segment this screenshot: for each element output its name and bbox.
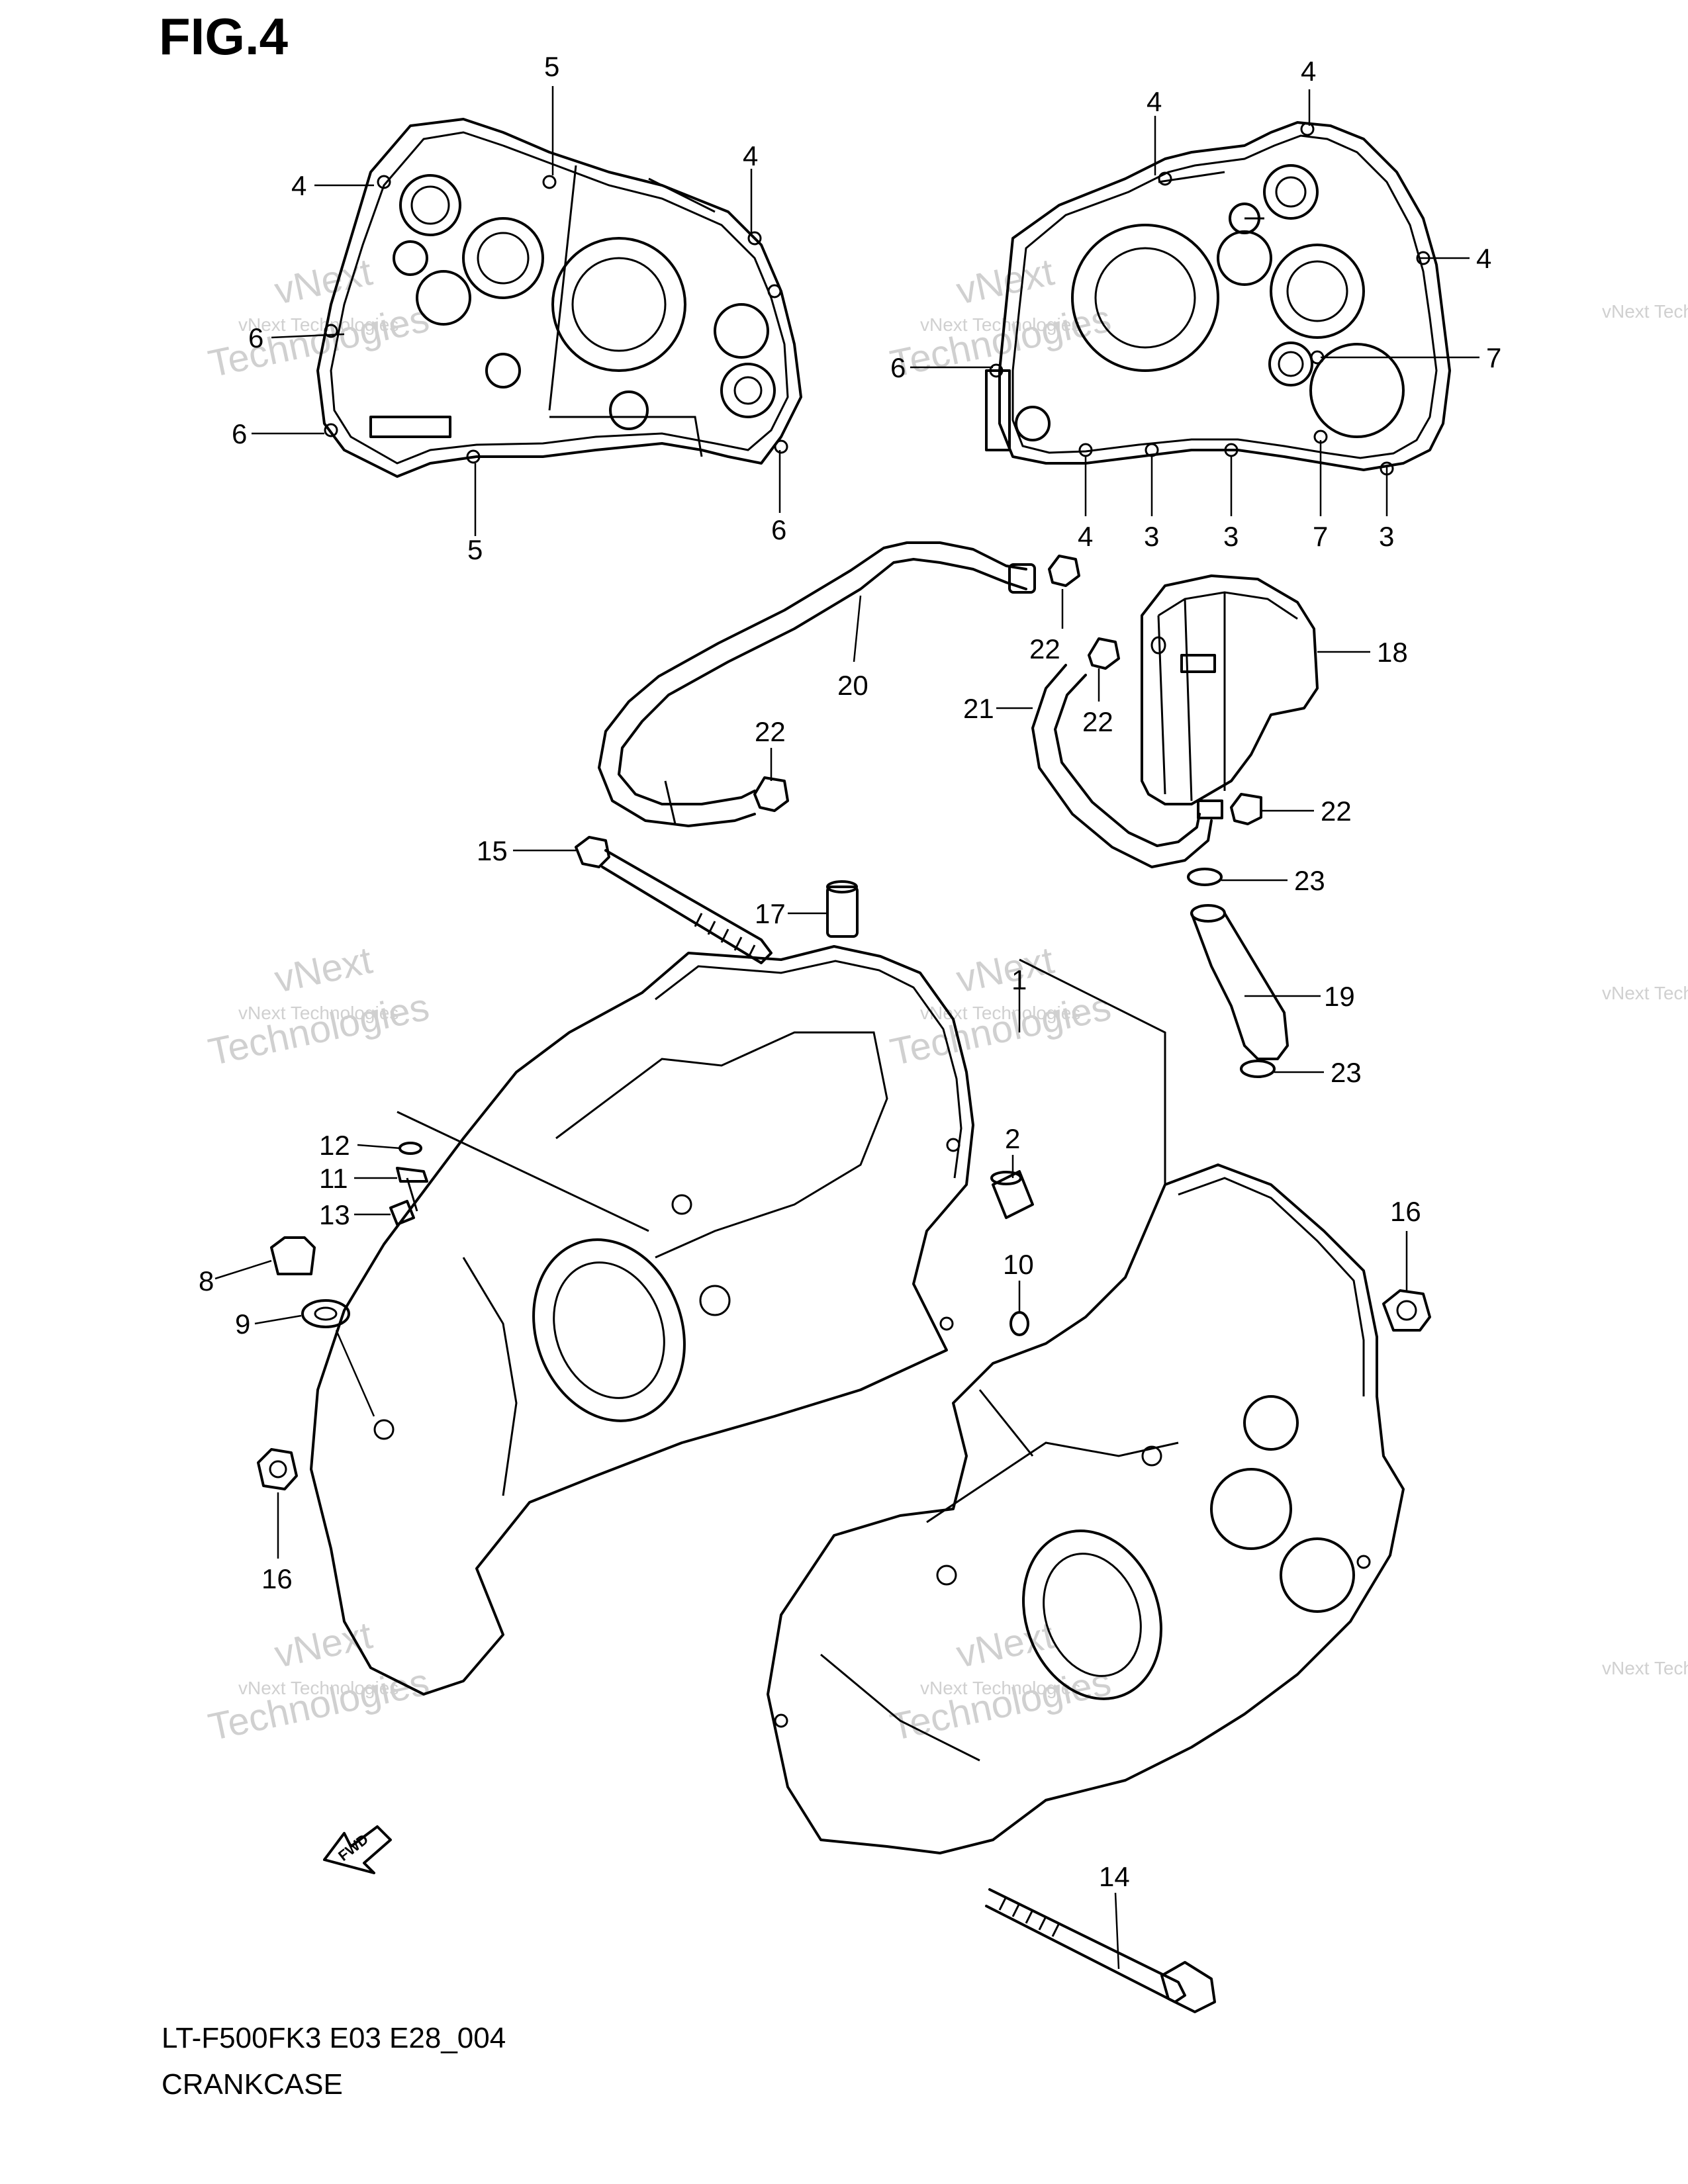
- callout-11: 11: [319, 1163, 348, 1194]
- callout-6b: 6: [232, 418, 247, 449]
- crankcase-right-half-isometric: [767, 958, 1405, 1854]
- svg-text:vNext Technologies: vNext Technologies: [238, 1003, 399, 1023]
- svg-text:vNext Technologies: vNext Technologies: [1602, 1658, 1688, 1678]
- callout-12: 12: [319, 1130, 350, 1161]
- svg-text:vNext Technologies: vNext Technologies: [1602, 301, 1688, 322]
- callout-5a: 5: [544, 51, 559, 82]
- leader-lines: [214, 86, 1479, 1970]
- svg-text:vNext: vNext: [271, 938, 376, 1001]
- figure-title: FIG.4: [159, 7, 289, 66]
- callout-6c: 6: [771, 514, 786, 545]
- svg-text:vNext Technologies: vNext Technologies: [1602, 983, 1688, 1003]
- svg-text:vNext Technologies: vNext Technologies: [238, 1678, 399, 1698]
- callout-labels: 5 4 4 6 6 5 6 4 4 4 6 7 4 3 3 7 3 18 22 …: [199, 51, 1501, 1892]
- callout-19: 19: [1324, 981, 1355, 1012]
- o-ring-10: [1009, 1311, 1029, 1336]
- crankcase-left-half-view: [316, 118, 802, 478]
- hose-clamps: [753, 555, 1276, 1078]
- watermark-edge-1: vNext Technologies: [1602, 301, 1688, 322]
- svg-text:vNext: vNext: [953, 1614, 1058, 1676]
- svg-text:Technologies: Technologies: [886, 1661, 1115, 1749]
- callout-4b: 4: [743, 140, 758, 171]
- callout-4f: 4: [1078, 521, 1093, 552]
- callout-4e: 4: [1476, 243, 1491, 274]
- callout-4c: 4: [1147, 86, 1162, 117]
- watermarks: vNext Technologies vNext Technologies vN…: [205, 250, 1688, 1749]
- svg-text:vNext Technologies: vNext Technologies: [238, 314, 399, 335]
- callout-7b: 7: [1313, 521, 1328, 552]
- callout-14: 14: [1099, 1861, 1130, 1892]
- callout-22c: 22: [755, 716, 786, 747]
- watermark-edge-2: vNext Technologies: [1602, 983, 1688, 1003]
- callout-17: 17: [755, 898, 786, 929]
- dowel-pin-17: [826, 880, 859, 938]
- callout-7a: 7: [1486, 342, 1501, 373]
- callout-3c: 3: [1379, 521, 1394, 552]
- svg-text:vNext Technologies: vNext Technologies: [920, 1003, 1080, 1023]
- svg-text:vNext Technologies: vNext Technologies: [920, 1678, 1080, 1698]
- callout-1: 1: [1011, 964, 1027, 995]
- section-name: CRANKCASE: [162, 2068, 343, 2101]
- svg-text:Technologies: Technologies: [205, 985, 433, 1074]
- callout-4a: 4: [291, 170, 306, 201]
- callout-22d: 22: [1321, 796, 1352, 827]
- nut-16-right: [1382, 1289, 1431, 1332]
- breather-tank-18: [1141, 574, 1319, 819]
- callout-5b: 5: [467, 534, 483, 565]
- watermark-6: vNext Technologies vNext Technologies: [886, 1614, 1115, 1749]
- svg-text:Technologies: Technologies: [205, 1661, 433, 1749]
- callout-4d: 4: [1301, 56, 1316, 87]
- callout-6a: 6: [248, 322, 263, 353]
- crankcase-right-half-view: [985, 121, 1451, 476]
- callout-9: 9: [235, 1308, 250, 1340]
- plug-8-and-gasket-9: [270, 1236, 350, 1328]
- callout-23b: 23: [1331, 1057, 1362, 1088]
- callout-21: 21: [963, 693, 994, 724]
- callout-15: 15: [477, 835, 508, 866]
- model-code: LT-F500FK3 E03 E28_004: [162, 2022, 506, 2054]
- breather-hose-20: [598, 541, 1036, 827]
- forward-direction-arrow: FWD: [323, 1825, 392, 1874]
- crankcase-left-half-isometric: [310, 945, 974, 1696]
- callout-8: 8: [199, 1265, 214, 1297]
- dowel-pin-2: [990, 1170, 1034, 1219]
- callout-16b: 16: [261, 1563, 293, 1594]
- callout-3a: 3: [1144, 521, 1159, 552]
- callout-16a: 16: [1390, 1196, 1421, 1227]
- svg-text:vNext: vNext: [271, 250, 376, 312]
- callout-13: 13: [319, 1199, 350, 1230]
- callout-3b: 3: [1223, 521, 1239, 552]
- callout-20: 20: [837, 670, 868, 701]
- callout-23a: 23: [1294, 865, 1325, 896]
- watermark-4: vNext Technologies vNext Technologies: [886, 938, 1115, 1073]
- bolt-15: [575, 836, 773, 964]
- callout-6d: 6: [890, 352, 906, 383]
- nut-16-left: [257, 1448, 298, 1490]
- callout-10: 10: [1003, 1249, 1034, 1280]
- svg-text:vNext: vNext: [271, 1614, 376, 1676]
- breather-hose-19: [1190, 904, 1289, 1060]
- callout-22b: 22: [1082, 706, 1113, 737]
- breather-hose-21: [1031, 664, 1213, 868]
- watermark-3: vNext Technologies vNext Technologies: [205, 938, 433, 1073]
- bolt-14: [985, 1888, 1216, 2013]
- callout-18: 18: [1377, 637, 1408, 668]
- callout-2: 2: [1005, 1123, 1020, 1154]
- watermark-edge-3: vNext Technologies: [1602, 1658, 1688, 1678]
- callout-22a: 22: [1029, 633, 1060, 664]
- svg-text:vNext Technologies: vNext Technologies: [920, 314, 1080, 335]
